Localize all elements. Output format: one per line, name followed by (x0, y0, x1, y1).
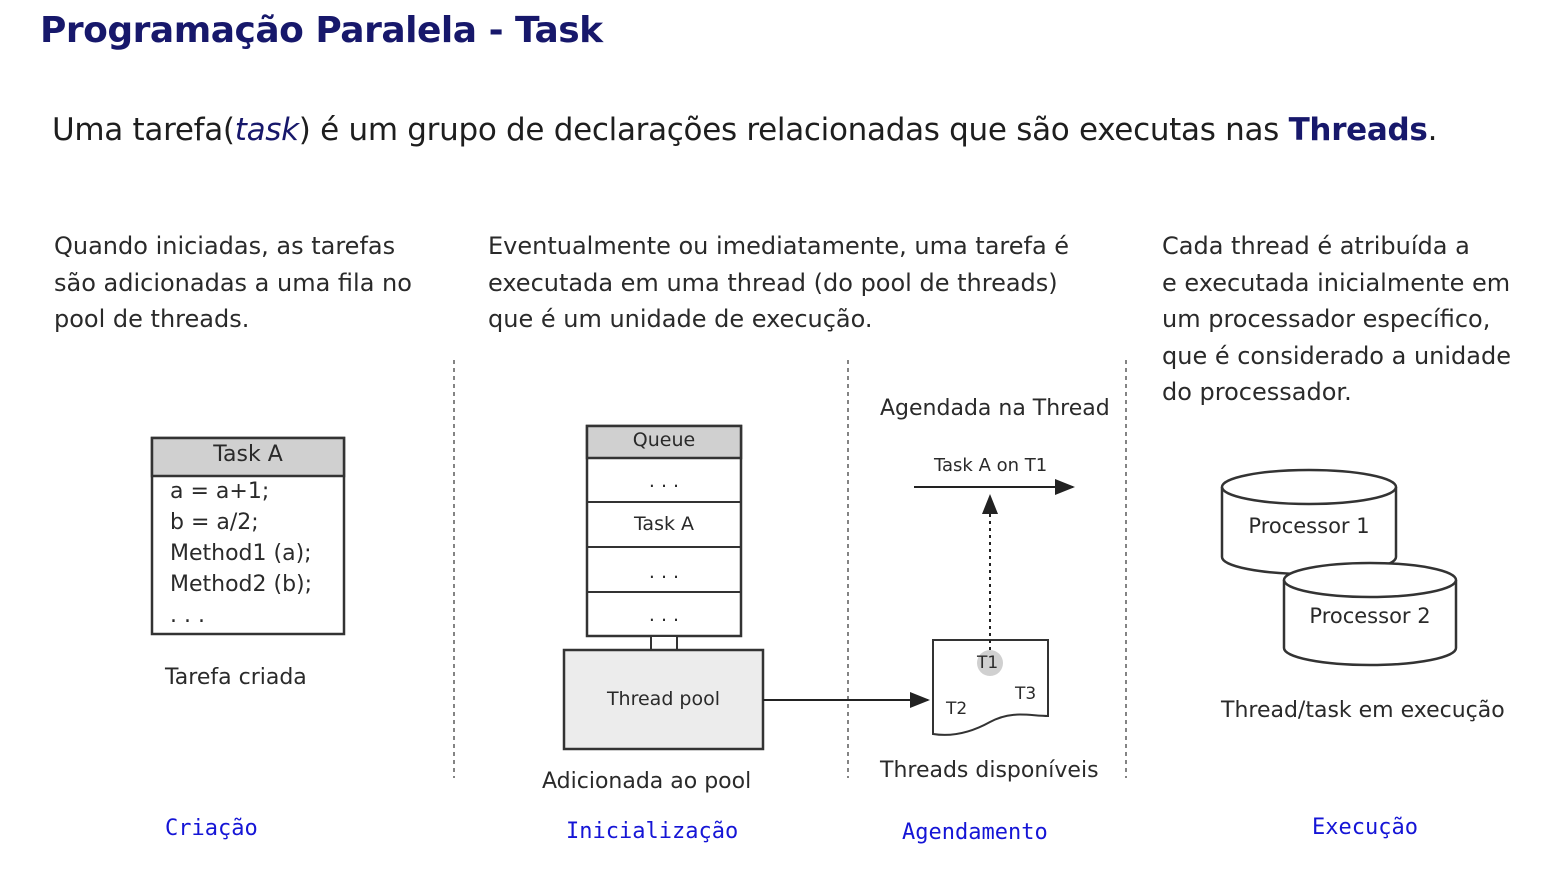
subtitle-post: . (1427, 112, 1438, 148)
processor-2-cylinder (1282, 561, 1458, 667)
footer-execucao: Execução (1312, 815, 1418, 840)
footer-agendamento: Agendamento (902, 820, 1048, 845)
subtitle-pre: Uma tarefa( (52, 112, 235, 148)
criacao-caption: Tarefa criada (165, 665, 307, 690)
processor-1-label: Processor 1 (1248, 514, 1370, 538)
subtitle-italic: task (234, 112, 299, 148)
task-a-header-bg (150, 436, 346, 478)
processor-2-label: Processor 2 (1309, 604, 1431, 628)
queue-header: Queue (632, 429, 696, 451)
queue-header-bg (585, 424, 743, 460)
queue-item: Task A (633, 513, 695, 535)
thread-pool-box (562, 648, 765, 751)
queue-stack (585, 424, 743, 651)
task-a-box (150, 436, 346, 636)
inicializacao-description: Eventualmente ou imediatamente, uma tare… (488, 232, 1070, 333)
queue-connector (650, 635, 678, 651)
task-a-header: Task A (213, 442, 283, 467)
criacao-description: Quando iniciadas, as tarefas são adicion… (54, 232, 412, 333)
queue-item: . . . (648, 470, 680, 492)
task-a-code: a = a+1; b = a/2; Method1 (a); Method2 (… (170, 479, 313, 628)
t1-highlight (977, 650, 1003, 676)
agendamento-caption: Threads disponíveis (880, 758, 1099, 783)
agendamento-heading: Agendada na Thread (880, 396, 1110, 421)
threads-document (932, 639, 1049, 736)
footer-criacao: Criação (165, 816, 258, 841)
queue-item: . . . (648, 561, 680, 583)
thread-pool-label: Thread pool (606, 688, 721, 710)
execucao-caption: Thread/task em execução (1221, 698, 1505, 723)
task-on-t1-label: Task A on T1 (934, 455, 1048, 476)
subtitle-mid: ) é um grupo de declarações relacionadas… (298, 112, 1289, 148)
thread-t3-label: T3 (1015, 684, 1037, 704)
thread-t2-label: T2 (946, 699, 968, 719)
subtitle-bold: Threads (1288, 112, 1428, 148)
subtitle: Uma tarefa(task) é um grupo de declaraçõ… (52, 112, 1437, 148)
page-title: Programação Paralela - Task (40, 10, 603, 51)
queue-item: . . . (648, 604, 680, 626)
thread-t1-label: T1 (977, 653, 999, 673)
inicializacao-caption: Adicionada ao pool (542, 769, 752, 794)
footer-inicializacao: Inicialização (566, 819, 739, 844)
execucao-description: Cada thread é atribuída a e executada in… (1162, 232, 1511, 406)
